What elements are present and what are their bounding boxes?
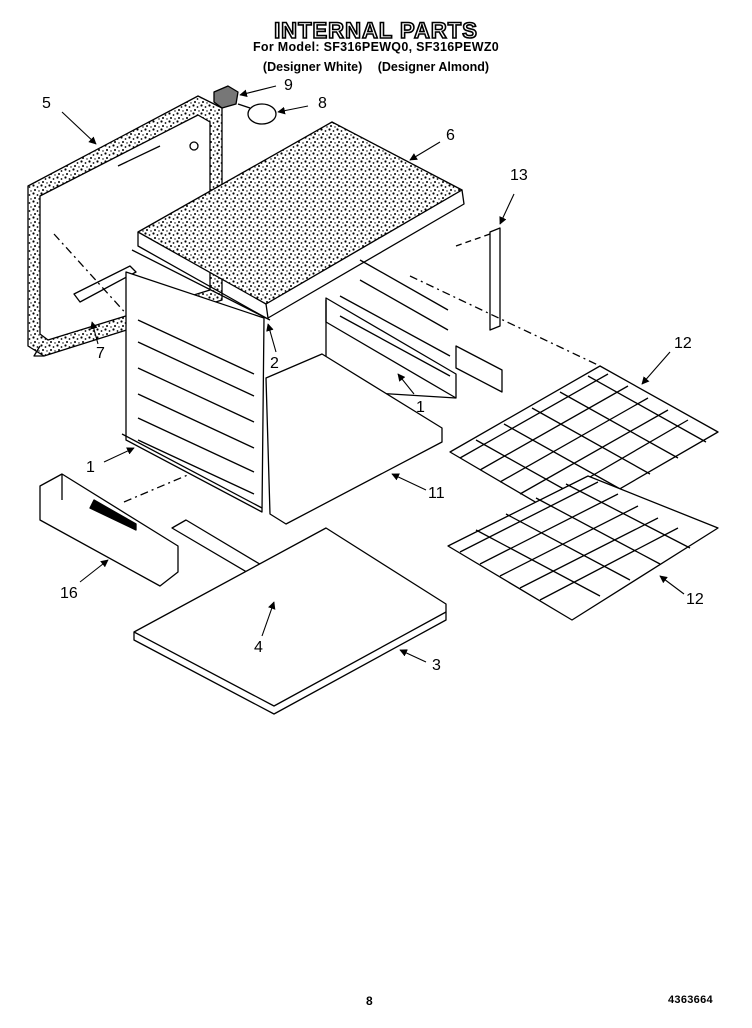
callout-13: 13 <box>510 167 528 184</box>
callout-3: 3 <box>432 657 441 674</box>
finish-white-label: (Designer White) <box>262 60 363 74</box>
document-number: 4363664 <box>668 994 713 1006</box>
rear-bracket-part-13 <box>455 227 501 331</box>
diagram-title: INTERNAL PARTS <box>273 17 478 44</box>
leader-8 <box>277 105 309 115</box>
oven-bottom-part-11 <box>265 353 443 525</box>
leader-12-upper <box>641 351 671 385</box>
leader-5 <box>61 111 97 145</box>
oven-rack-part-12-upper <box>409 275 719 521</box>
rack-rail-panel-part-1-left <box>121 433 263 509</box>
leader-12-lower <box>659 575 685 595</box>
callout-2: 2 <box>270 355 279 372</box>
leader-2 <box>266 323 277 353</box>
light-bulb-part-8 <box>237 103 277 125</box>
callout-1-left: 1 <box>86 459 95 476</box>
leader-13 <box>499 193 515 225</box>
finish-almond-label: (Designer Almond) <box>377 60 490 74</box>
leader-3 <box>399 649 427 663</box>
callout-16: 16 <box>60 585 78 602</box>
callout-6: 6 <box>446 127 455 144</box>
leader-9 <box>239 85 277 98</box>
callout-7: 7 <box>96 345 105 362</box>
page-number: 8 <box>366 994 373 1008</box>
finish-labels: (Designer White) (Designer Almond) <box>0 60 752 74</box>
leader-lines <box>61 85 685 663</box>
callout-5: 5 <box>42 95 51 112</box>
callout-8: 8 <box>318 95 327 112</box>
bracket-part-7 <box>53 233 137 319</box>
leader-16 <box>79 559 109 583</box>
rack-rail-panel-part-1-right <box>325 259 503 399</box>
lamp-socket-part-9 <box>213 85 239 109</box>
model-numbers: For Model: SF316PEWQ0, SF316PEWZ0 <box>252 40 500 54</box>
leader-1-left <box>103 447 135 463</box>
burner-cover-part-3 <box>133 527 447 715</box>
cavity-side-wall-part-2 <box>125 249 271 513</box>
leader-6 <box>409 141 441 161</box>
callout-9: 9 <box>284 77 293 94</box>
callout-12-lower: 12 <box>686 591 704 608</box>
oven-rack-part-12-lower <box>447 475 719 621</box>
callout-numbers: 5 9 8 6 13 7 2 1 12 1 11 16 4 3 12 <box>42 77 704 674</box>
callout-1-right: 1 <box>416 399 425 416</box>
leader-11 <box>391 473 427 491</box>
callout-4: 4 <box>254 639 263 656</box>
leader-1-right <box>397 373 415 395</box>
leader-7 <box>90 321 99 345</box>
front-trim-part-16 <box>39 473 191 587</box>
leader-4 <box>261 601 276 637</box>
callout-12-upper: 12 <box>674 335 692 352</box>
callout-11: 11 <box>428 485 445 502</box>
oven-top-part-6 <box>137 121 465 319</box>
